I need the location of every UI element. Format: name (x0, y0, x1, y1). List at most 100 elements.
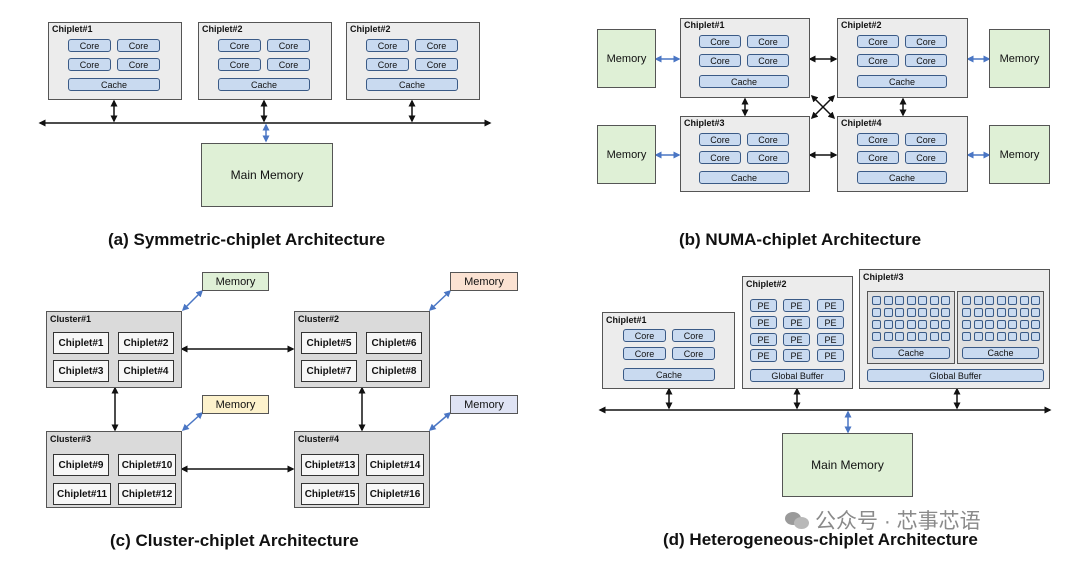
core-block: Core (267, 39, 310, 52)
main-memory-block: Main Memory (782, 433, 913, 497)
pe-block: PE (750, 316, 777, 329)
pe-cell (941, 320, 950, 329)
pe-cell (973, 320, 983, 329)
pe-cell (872, 296, 881, 305)
chiplet-box: Chiplet#15 (301, 483, 359, 505)
chiplet-box: Chiplet#7 (301, 360, 357, 382)
chiplet-label: Chiplet#2 (841, 20, 882, 30)
memory-block: Memory (202, 395, 269, 414)
pe-cell (1031, 296, 1040, 305)
pe-cell (872, 332, 881, 341)
pe-array: Cache (957, 291, 1044, 364)
pe-cell (996, 332, 1006, 341)
core-block: Core (415, 58, 458, 71)
core-block: Core (905, 151, 947, 164)
chiplet-box: Chiplet#2 Core Core Core Core Cache (837, 18, 968, 98)
memory-block: Memory (597, 29, 656, 88)
pe-cell (985, 332, 994, 341)
chiplet-box: Chiplet#4 Core Core Core Core Cache (837, 116, 968, 192)
cache-block: Cache (872, 347, 950, 359)
chiplet-label: Chiplet#3 (684, 118, 725, 128)
core-block: Core (857, 54, 899, 67)
core-block: Core (672, 347, 715, 360)
chiplet-label: Chiplet#1 (684, 20, 725, 30)
cache-block: Cache (699, 171, 789, 184)
pe-cell (1019, 308, 1029, 317)
core-block: Core (699, 54, 741, 67)
pe-cell (918, 320, 927, 329)
core-block: Core (366, 58, 409, 71)
pe-cell (929, 332, 939, 341)
core-block: Core (117, 39, 160, 52)
cache-block: Cache (366, 78, 458, 91)
memory-block: Memory (989, 29, 1050, 88)
pe-cell (1019, 296, 1029, 305)
core-block: Core (747, 133, 789, 146)
chiplet-label: Chiplet#2 (202, 24, 243, 34)
pe-cell (985, 308, 994, 317)
core-block: Core (747, 151, 789, 164)
core-block: Core (699, 151, 741, 164)
chiplet-box: Chiplet#10 (118, 454, 176, 476)
cache-block: Cache (699, 75, 789, 88)
core-block: Core (905, 35, 947, 48)
chiplet-box: Chiplet#2 Core Core Core Core Cache (198, 22, 332, 100)
core-block: Core (857, 151, 899, 164)
pe-cell (962, 320, 971, 329)
chiplet-label: Chiplet#3 (863, 272, 904, 282)
pe-cell (872, 320, 881, 329)
cluster-label: Cluster#3 (50, 434, 92, 444)
core-block: Core (857, 133, 899, 146)
pe-block: PE (817, 333, 844, 346)
caption-b: (b) NUMA-chiplet Architecture (679, 230, 922, 249)
pe-block: PE (783, 316, 810, 329)
pe-cell (929, 296, 939, 305)
chiplet-label: Chiplet#4 (841, 118, 882, 128)
pe-cell (985, 296, 994, 305)
pe-cell (1019, 332, 1029, 341)
memory-block: Memory (450, 395, 518, 414)
pe-cell (883, 332, 893, 341)
pe-cell (962, 308, 971, 317)
cache-block: Cache (218, 78, 310, 91)
core-block: Core (857, 35, 899, 48)
pe-cell (941, 332, 950, 341)
chiplet-box: Chiplet#11 (53, 483, 111, 505)
pe-cell (895, 332, 904, 341)
pe-cell (895, 296, 904, 305)
memory-block: Memory (989, 125, 1050, 184)
cache-block: Cache (857, 171, 947, 184)
chiplet-label: Chiplet#1 (52, 24, 93, 34)
chiplet-box: Chiplet#3 Core Core Core Core Cache (680, 116, 810, 192)
pe-cell (1031, 320, 1040, 329)
pe-cell (872, 308, 881, 317)
pe-cell (929, 308, 939, 317)
pe-block: PE (817, 316, 844, 329)
pe-block: PE (750, 299, 777, 312)
pe-block: PE (750, 333, 777, 346)
pe-block: PE (783, 333, 810, 346)
pe-cell (918, 332, 927, 341)
core-block: Core (117, 58, 160, 71)
pe-cell (1031, 308, 1040, 317)
cache-block: Cache (68, 78, 160, 91)
wechat-icon (785, 510, 809, 530)
chiplet-label: Chiplet#1 (606, 315, 647, 325)
chiplet-box: Chiplet#1 Core Core Core Core Cache (680, 18, 810, 98)
memory-block: Memory (450, 272, 518, 291)
pe-cell (1008, 320, 1017, 329)
pe-cell (895, 308, 904, 317)
pe-cell (996, 320, 1006, 329)
chiplet-box: Chiplet#9 (53, 454, 109, 476)
chiplet-box: Chiplet#2 PE PE PE PE PE PE PE PE PE PE … (742, 276, 853, 389)
global-buffer-block: Global Buffer (750, 369, 845, 382)
pe-cell (941, 296, 950, 305)
global-buffer-block: Global Buffer (867, 369, 1044, 382)
core-block: Core (623, 329, 666, 342)
chiplet-box: Chiplet#3 Cache Cache Global Buffer (859, 269, 1050, 389)
cache-block: Cache (857, 75, 947, 88)
pe-cell (973, 332, 983, 341)
pe-block: PE (783, 349, 810, 362)
pe-cell (929, 320, 939, 329)
core-block: Core (623, 347, 666, 360)
